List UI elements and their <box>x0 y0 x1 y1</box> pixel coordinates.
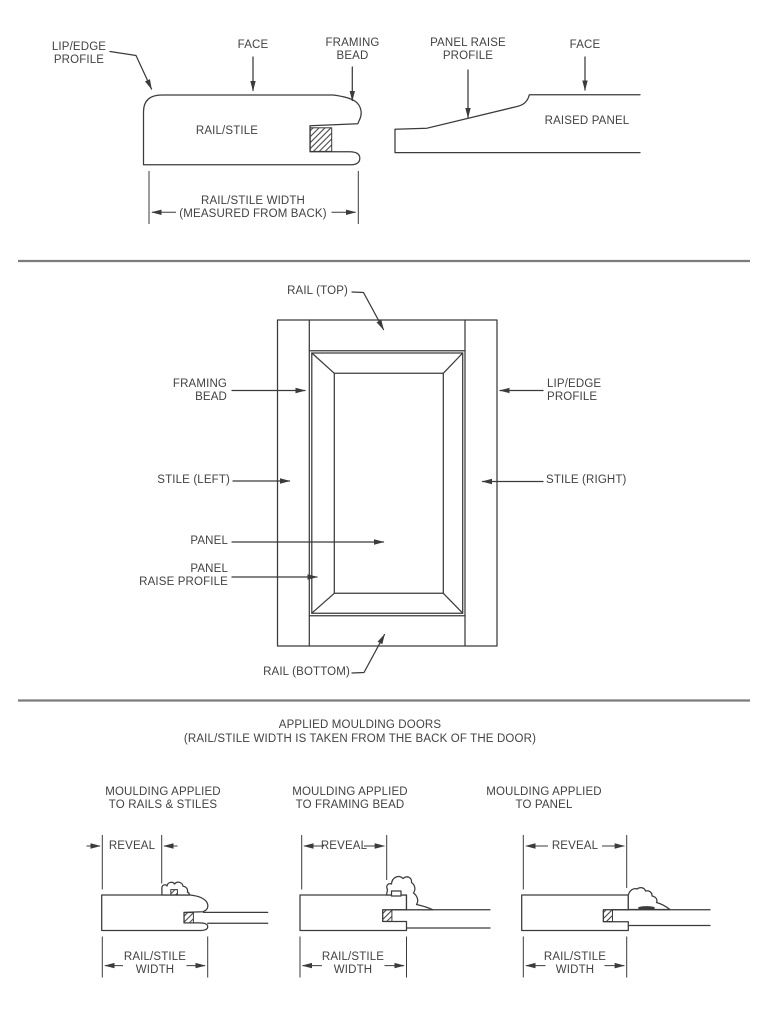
moulding-key-hatch <box>170 889 178 896</box>
panel-label: PANEL <box>190 535 228 547</box>
stile-right-label: STILE (RIGHT) <box>546 474 627 486</box>
panel-groove-hatch <box>603 909 613 923</box>
applied-moulding-shape <box>385 876 434 911</box>
bevel-corner-line <box>311 592 335 614</box>
face-label: FACE <box>569 39 601 51</box>
bevel-corner-line <box>311 352 335 374</box>
applied-moulding-subtitle: (RAIL/STILE WIDTH IS TAKEN FROM THE BACK… <box>183 732 537 745</box>
reveal-dimension-label: REVEAL <box>108 839 156 852</box>
panel-groove-hatch <box>382 909 393 922</box>
column-heading-panel: MOULDING APPLIED TO PANEL <box>486 786 602 812</box>
rail-stile-width-dimension-label: RAIL/STILE WIDTH <box>543 951 607 977</box>
panel-flat-frame <box>333 372 444 594</box>
rail-top-leader-arrow <box>351 291 385 331</box>
lip-edge-leader-arrow <box>109 50 153 90</box>
moulding-fillet-notch <box>390 890 402 897</box>
applied-moulding-shape <box>627 886 671 911</box>
framing-bead-label: FRAMING BEAD <box>172 378 227 404</box>
column-heading-framing-bead: MOULDING APPLIED TO FRAMING BEAD <box>292 786 408 812</box>
lip-edge-profile-label: LIP/EDGE PROFILE <box>547 378 602 404</box>
panel-raise-profile-label: PANEL RAISE PROFILE <box>139 563 228 589</box>
rail-stile-width-dimension-label: RAIL/STILE WIDTH <box>321 951 385 977</box>
column-heading-rails-stiles: MOULDING APPLIED TO RAILS & STILES <box>105 786 221 812</box>
panel-raise-profile-label: PANEL RAISE PROFILE <box>430 37 506 63</box>
stile-left-label: STILE (LEFT) <box>157 474 230 486</box>
panel-groove-hatch <box>309 127 333 152</box>
rail-stile-profile-outline <box>142 94 362 166</box>
door-outline <box>276 319 498 647</box>
framing-bead-label: FRAMING BEAD <box>325 37 380 63</box>
face-label: FACE <box>237 39 269 51</box>
rail-stile-profile-drawing <box>109 50 362 224</box>
raised-panel-outline <box>394 94 641 154</box>
rail-top-label: RAIL (TOP) <box>287 285 348 297</box>
applied-moulding-title: APPLIED MOULDING DOORS <box>278 719 442 731</box>
reveal-dimension-label: REVEAL <box>551 839 599 852</box>
applied-moulding-shape <box>161 881 190 896</box>
rail-stile-width-dimension-label: RAIL/STILE WIDTH <box>123 951 187 977</box>
bevel-corner-line <box>442 592 464 614</box>
door-elevation-drawing <box>231 291 544 674</box>
moulding-on-panel-drawing <box>521 835 711 978</box>
panel-groove-hatch <box>183 912 194 924</box>
raised-panel-label: RAISED PANEL <box>544 115 630 127</box>
raised-panel-profile-drawing <box>394 56 641 154</box>
lip-edge-profile-label: LIP/EDGE PROFILE <box>51 41 107 67</box>
framing-bead-frame <box>311 352 464 614</box>
moulding-on-rails-stiles-drawing <box>86 835 269 978</box>
rail-stile-label: RAIL/STILE <box>195 125 259 137</box>
bevel-corner-line <box>442 352 464 374</box>
moulding-on-framing-bead-drawing <box>299 835 491 978</box>
moulding-glue-bead <box>638 906 655 910</box>
rail-bottom-leader-arrow <box>351 633 386 674</box>
rail-bottom-label: RAIL (BOTTOM) <box>263 666 350 678</box>
reveal-dimension-label: REVEAL <box>320 839 368 852</box>
rail-stile-width-dimension-label: RAIL/STILE WIDTH (MEASURED FROM BACK) <box>179 195 327 221</box>
